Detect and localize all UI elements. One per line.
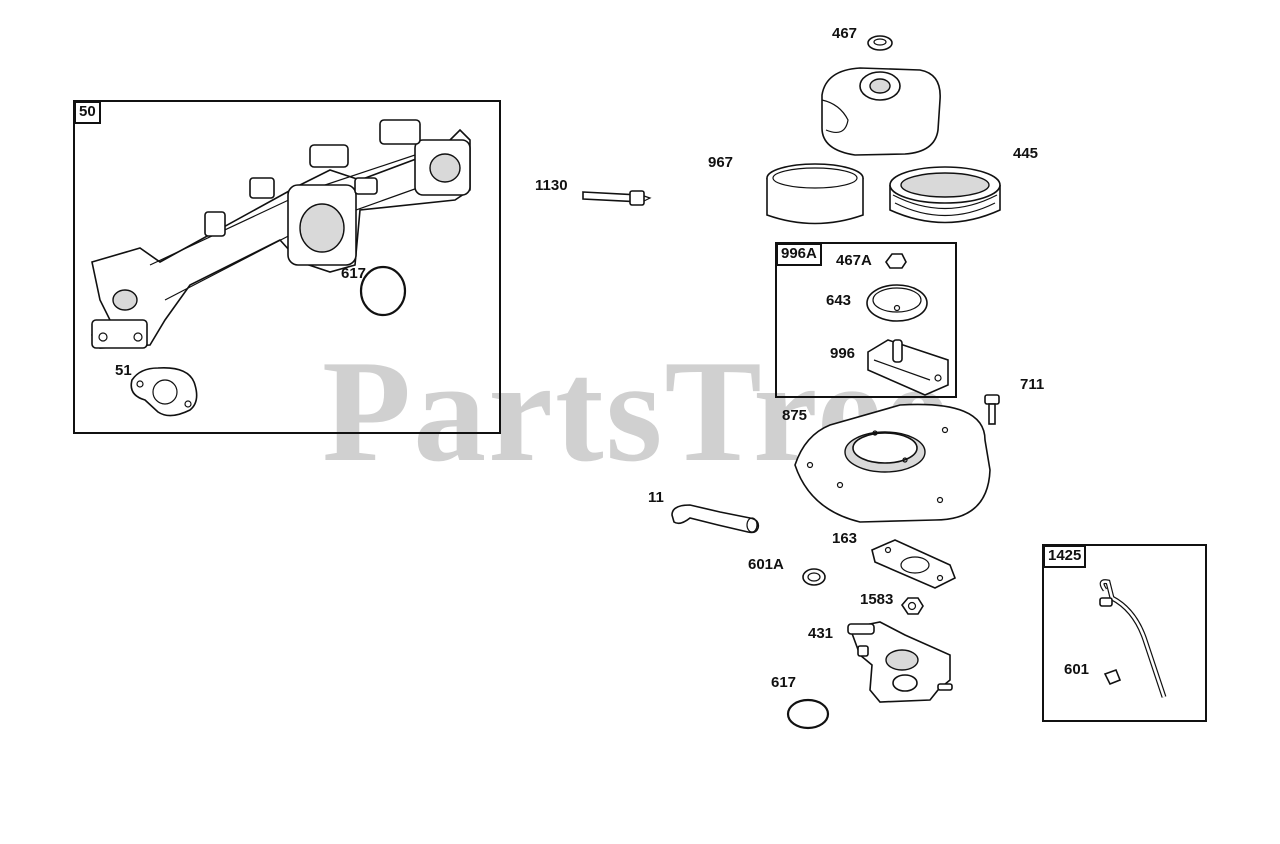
part-label-467[interactable]: 467	[832, 25, 858, 42]
o-ring-617-upper-drawing	[359, 265, 407, 317]
bolt-711-drawing	[984, 394, 1000, 425]
part-label-163[interactable]: 163	[832, 530, 858, 547]
gasket-51-drawing	[130, 367, 198, 417]
o-ring-617-lower-drawing	[786, 698, 830, 730]
breather-tube-11-drawing	[671, 504, 760, 534]
part-label-617-lower[interactable]: 617	[771, 674, 797, 691]
clamp-601a-drawing	[802, 568, 826, 586]
intake-manifold-drawing	[90, 119, 471, 349]
part-label-1583[interactable]: 1583	[860, 591, 894, 608]
diaphragm-643-drawing	[866, 284, 928, 322]
nut-1583-drawing	[900, 597, 924, 615]
part-label-51[interactable]: 51	[115, 362, 132, 379]
clip-601-drawing	[1103, 668, 1122, 686]
part-label-711[interactable]: 711	[1020, 376, 1045, 393]
carburetor-431-drawing	[847, 621, 953, 703]
stud-1130-drawing	[582, 190, 652, 206]
part-label-601a[interactable]: 601A	[748, 556, 784, 573]
part-label-445[interactable]: 445	[1013, 145, 1039, 162]
kit-50-box: 50	[73, 100, 501, 434]
part-label-601[interactable]: 601	[1064, 661, 1090, 678]
part-label-875[interactable]: 875	[782, 407, 808, 424]
kit-996a-box: 996A	[775, 242, 957, 398]
base-plate-875-drawing	[794, 403, 991, 523]
air-cleaner-cover-drawing	[821, 67, 941, 156]
plate-996-drawing	[867, 339, 949, 396]
kit-1425-tag[interactable]: 1425	[1043, 545, 1087, 568]
fuel-line-1425-drawing	[1099, 579, 1167, 698]
part-label-996[interactable]: 996	[830, 345, 856, 362]
part-label-431[interactable]: 431	[808, 625, 834, 642]
part-label-617-upper[interactable]: 617	[341, 265, 367, 282]
part-label-1130[interactable]: 1130	[535, 177, 568, 194]
nut-467a-drawing	[885, 253, 907, 269]
kit-50-tag[interactable]: 50	[74, 101, 101, 124]
pre-cleaner-967-drawing	[766, 163, 864, 225]
kit-996a-tag[interactable]: 996A	[776, 243, 822, 266]
nut-467-drawing	[867, 35, 893, 51]
part-label-967[interactable]: 967	[708, 154, 734, 171]
air-filter-445-drawing	[889, 166, 1001, 224]
part-label-467a[interactable]: 467A	[836, 252, 872, 269]
part-label-643[interactable]: 643	[826, 292, 852, 309]
kit-1425-box: 1425	[1042, 544, 1207, 722]
part-label-11[interactable]: 11	[648, 489, 664, 506]
gasket-163-drawing	[871, 539, 957, 589]
